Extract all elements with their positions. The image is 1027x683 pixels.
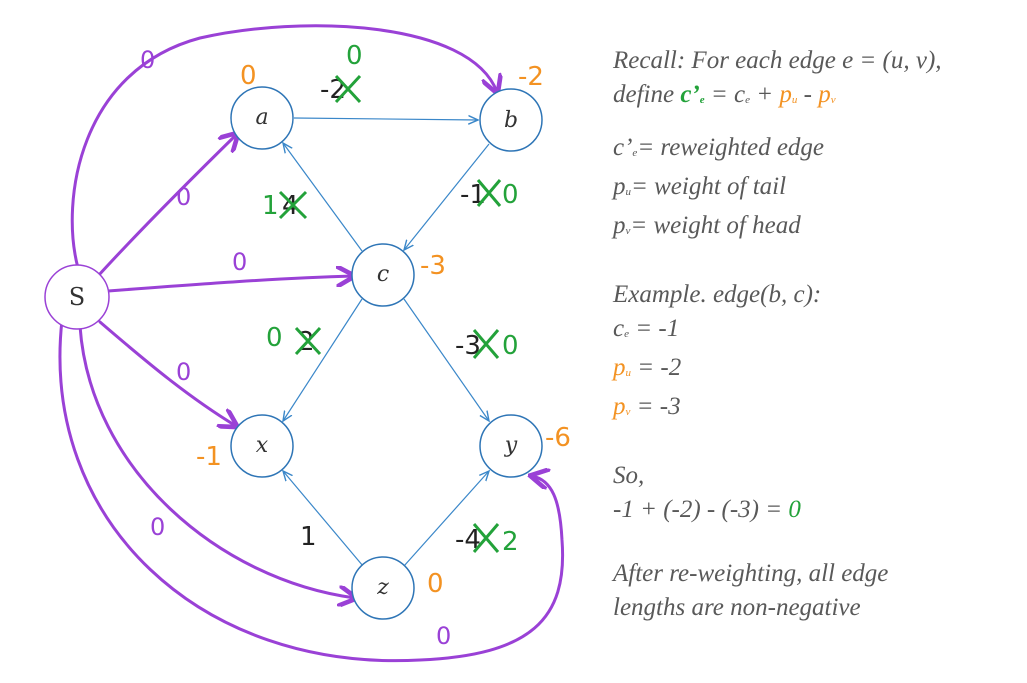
weight-b-c-new: 0	[502, 180, 519, 210]
strike-b-c	[476, 179, 502, 207]
c-prime-symbol: c’e	[680, 81, 705, 108]
example-pu-symbol: pu	[613, 354, 631, 381]
node-s[interactable]	[44, 264, 110, 330]
graph-edges	[283, 118, 490, 567]
tail-text: = weight of tail	[631, 173, 787, 200]
def-pv-line: pv= weight of head	[613, 212, 801, 239]
edge-c-y	[403, 298, 489, 421]
node-a-label: a	[255, 105, 268, 130]
example-pu-line: pu = -2	[613, 351, 1013, 390]
pu-symbol: pu	[779, 81, 798, 108]
weight-s-y: 0	[436, 622, 451, 650]
edge-a-b	[293, 118, 478, 120]
weight-s-a: 0	[176, 183, 191, 211]
node-b-label: b	[504, 108, 518, 133]
eq-ce: = c	[704, 81, 746, 108]
edge-s-x	[98, 320, 236, 426]
source-edges	[58, 24, 565, 663]
strike-a-b	[334, 74, 362, 104]
conclusion-text-2: lengths are non-negative	[613, 594, 861, 621]
weight-z-y-new: 2	[502, 527, 519, 557]
edge-s-z	[78, 324, 355, 598]
node-s-label: S	[69, 283, 85, 311]
def-pu-line: pu= weight of tail	[613, 173, 787, 200]
node-y[interactable]	[479, 414, 543, 478]
edge-b-c	[404, 143, 490, 250]
conclusion-line-2: lengths are non-negative	[613, 591, 1013, 625]
edge-z-y	[403, 471, 489, 567]
weight-s-b: 0	[140, 46, 155, 74]
edge-c-x	[283, 298, 363, 421]
ce-sub: e	[745, 94, 751, 106]
example-text: Example. edge(b, c):	[613, 281, 822, 308]
potential-y: -6	[545, 423, 571, 453]
node-labels: S a b c x y z	[69, 105, 518, 600]
minus-sign: -	[797, 81, 819, 108]
node-a[interactable]	[230, 86, 294, 150]
weight-c-a-new: 1	[262, 191, 279, 221]
nodes	[44, 86, 543, 620]
node-x-label: x	[256, 433, 269, 458]
example-ce-line: ce = -1	[613, 315, 680, 342]
pu-value: = -2	[631, 354, 682, 381]
example-line: Example. edge(b, c):	[613, 278, 1013, 312]
edge-s-c	[106, 276, 353, 293]
calc-result: 0	[788, 496, 801, 523]
example-pv-line: pv = -3	[613, 390, 1013, 429]
potential-a: 0	[240, 61, 257, 91]
define-text: define	[613, 81, 681, 108]
node-c-label: c	[377, 262, 389, 287]
def-cprime-line: c’e= reweighted edge	[613, 134, 825, 161]
so-line: So,	[613, 459, 1013, 493]
potential-c: -3	[420, 251, 446, 281]
conclusion-text-1: After re-weighting, all edge	[613, 560, 889, 587]
strike-z-y	[472, 523, 500, 553]
potential-b: -2	[518, 62, 544, 92]
potential-z: 0	[427, 569, 444, 599]
calc-line: -1 + (-2) - (-3) = 0	[613, 493, 1013, 527]
edge-s-a	[96, 134, 237, 278]
so-text: So,	[613, 462, 645, 489]
weight-c-x-new: 0	[266, 323, 283, 353]
recall-line: Recall: For each edge e = (u, v),	[613, 44, 1013, 78]
weight-a-b-new: 0	[346, 41, 363, 71]
strike-c-a	[278, 190, 308, 220]
node-z[interactable]	[351, 556, 415, 620]
weight-s-x: 0	[176, 358, 191, 386]
weight-s-z: 0	[150, 513, 165, 541]
node-x[interactable]	[230, 414, 294, 478]
node-z-label: z	[376, 575, 389, 600]
weight-c-y-new: 0	[502, 331, 519, 361]
weight-z-x: 1	[300, 522, 317, 552]
edge-s-b	[70, 24, 497, 270]
reweighted-text: = reweighted edge	[637, 134, 825, 161]
node-b[interactable]	[479, 88, 543, 152]
potential-x: -1	[196, 442, 222, 472]
example-pv-symbol: pv	[613, 393, 631, 420]
edge-weights: -2 0 1 4 -1 0 0 2 -3 0 1 -4 2	[262, 41, 519, 557]
notes-panel: Recall: For each edge e = (u, v), define…	[613, 44, 1013, 625]
conclusion-line-1: After re-weighting, all edge	[613, 557, 1013, 591]
strike-c-y	[472, 329, 500, 359]
node-potentials: 0 -2 -3 -1 -6 0	[196, 61, 571, 599]
pv-value: = -3	[630, 393, 681, 420]
calc-text: -1 + (-2) - (-3) =	[613, 496, 789, 523]
weight-a-b-old: -2	[320, 75, 346, 105]
plus-sign: +	[750, 81, 780, 108]
head-text: = weight of head	[630, 212, 801, 239]
source-edge-weights: 0 0 0 0 0 0	[140, 46, 451, 650]
node-c[interactable]	[351, 243, 415, 307]
recall-text: Recall: For each edge e = (u, v),	[613, 47, 942, 74]
edge-z-x	[283, 471, 364, 567]
strike-c-x	[294, 326, 322, 356]
weight-s-c: 0	[232, 248, 247, 276]
ce-value: = -1	[629, 315, 680, 342]
edge-c-a	[283, 143, 363, 252]
node-y-label: y	[504, 433, 518, 458]
define-line: define c’e = ce + pu - pv	[613, 78, 1013, 117]
pv-symbol: pv	[818, 81, 836, 108]
edge-s-y	[58, 318, 565, 663]
